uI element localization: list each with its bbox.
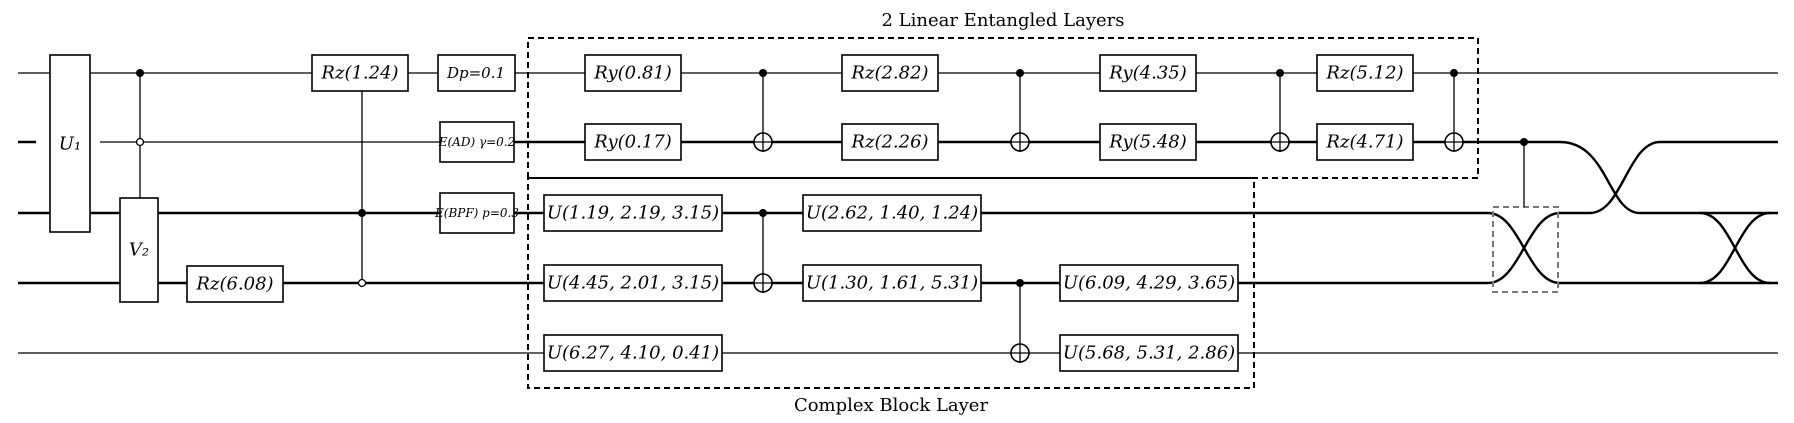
swap-curve-2-3-d	[1699, 211, 1771, 285]
cnot-5-control	[759, 209, 767, 217]
u-d-label: U(2.62, 1.40, 1.24)	[806, 203, 978, 224]
v2-label: V₂	[129, 240, 149, 261]
entangled-layers-title: 2 Linear Entangled Layers	[882, 10, 1125, 31]
bpf-gate	[439, 192, 515, 234]
cnot-3-target	[1270, 132, 1290, 152]
cnot-targets	[753, 132, 1464, 363]
rz-2-26-label: Rz(2.26)	[850, 132, 928, 153]
bpf-label: E(BPF) p=0.3	[434, 206, 519, 220]
rz-6-08-gate	[186, 265, 284, 303]
rz-1-24-label: Rz(1.24)	[320, 63, 398, 84]
rz-2-82-gate	[841, 54, 939, 92]
ry-4-35-gate	[1099, 54, 1197, 92]
u-f-gate	[1059, 264, 1239, 302]
rz-1-24-gate	[311, 54, 409, 92]
u-d-gate	[802, 194, 982, 232]
cnot-1-target	[753, 132, 773, 152]
u-e-gate	[802, 264, 982, 302]
depolarizing-label: Dp=0.1	[446, 64, 505, 82]
rz124-control-dot	[358, 209, 366, 217]
ry-5-48-gate	[1099, 123, 1197, 161]
swap-control-dot	[1520, 138, 1528, 146]
v2-gate	[119, 197, 159, 303]
rz-6-08-label: Rz(6.08)	[195, 274, 273, 295]
cnot-6-target	[1010, 343, 1030, 363]
v2-control-dot	[136, 69, 144, 77]
rz-4-71-gate	[1316, 123, 1414, 161]
complex-block-region	[527, 177, 1255, 389]
ry-0-17-gate	[584, 123, 682, 161]
u-c-label: U(6.27, 4.10, 0.41)	[547, 343, 719, 364]
u-b-label: U(4.45, 2.01, 3.15)	[547, 273, 719, 294]
u-a-label: U(1.19, 2.19, 3.15)	[547, 203, 719, 224]
swap-curve-2-3-b	[1487, 211, 1561, 285]
u1-label: U₁	[59, 134, 81, 155]
rz124-open-control	[357, 278, 367, 288]
rz-2-26-gate	[841, 123, 939, 161]
ry-0-81-label: Ry(0.81)	[593, 63, 672, 84]
u-f-label: U(6.09, 4.29, 3.65)	[1063, 273, 1235, 294]
u-a-gate	[543, 194, 723, 232]
cnot-4-target	[1444, 132, 1464, 152]
swap-dashed-box	[1492, 206, 1559, 293]
swap-curve-1-2-b	[1589, 140, 1661, 215]
cnot-6-control	[1016, 279, 1024, 287]
u-g-gate	[1059, 334, 1239, 372]
u1-gate	[49, 54, 91, 233]
ry-0-81-gate	[584, 54, 682, 92]
u-e-label: U(1.30, 1.61, 5.31)	[806, 273, 978, 294]
cnot-5-target	[753, 273, 773, 293]
ry-4-35-label: Ry(4.35)	[1108, 63, 1187, 84]
amplitude-damping-label: E(AD) γ=0.2	[438, 135, 516, 149]
cnot-2-target	[1010, 132, 1030, 152]
u-b-gate	[543, 264, 723, 302]
complex-block-title: Complex Block Layer	[794, 395, 989, 416]
cnot-2-control	[1016, 69, 1024, 77]
u-c-gate	[543, 334, 723, 372]
amplitude-damping-gate	[439, 121, 515, 163]
cnot-3-control	[1276, 69, 1284, 77]
swap-curve-1-2-a	[1559, 140, 1641, 215]
v2-open-control	[135, 137, 145, 147]
rz-5-12-label: Rz(5.12)	[1325, 63, 1403, 84]
rz-5-12-gate	[1316, 54, 1414, 92]
swap-crossings	[1487, 138, 1771, 293]
ry-5-48-label: Ry(5.48)	[1108, 132, 1187, 153]
control-dots	[135, 69, 1458, 288]
cnot-4-control	[1450, 69, 1458, 77]
rz-4-71-label: Rz(4.71)	[1325, 132, 1403, 153]
control-lines	[139, 73, 1455, 363]
u-g-label: U(5.68, 5.31, 2.86)	[1063, 343, 1235, 364]
cnot-1-control	[759, 69, 767, 77]
depolarizing-gate	[437, 54, 516, 92]
rz-2-82-label: Rz(2.82)	[850, 63, 928, 84]
ry-0-17-label: Ry(0.17)	[593, 132, 672, 153]
